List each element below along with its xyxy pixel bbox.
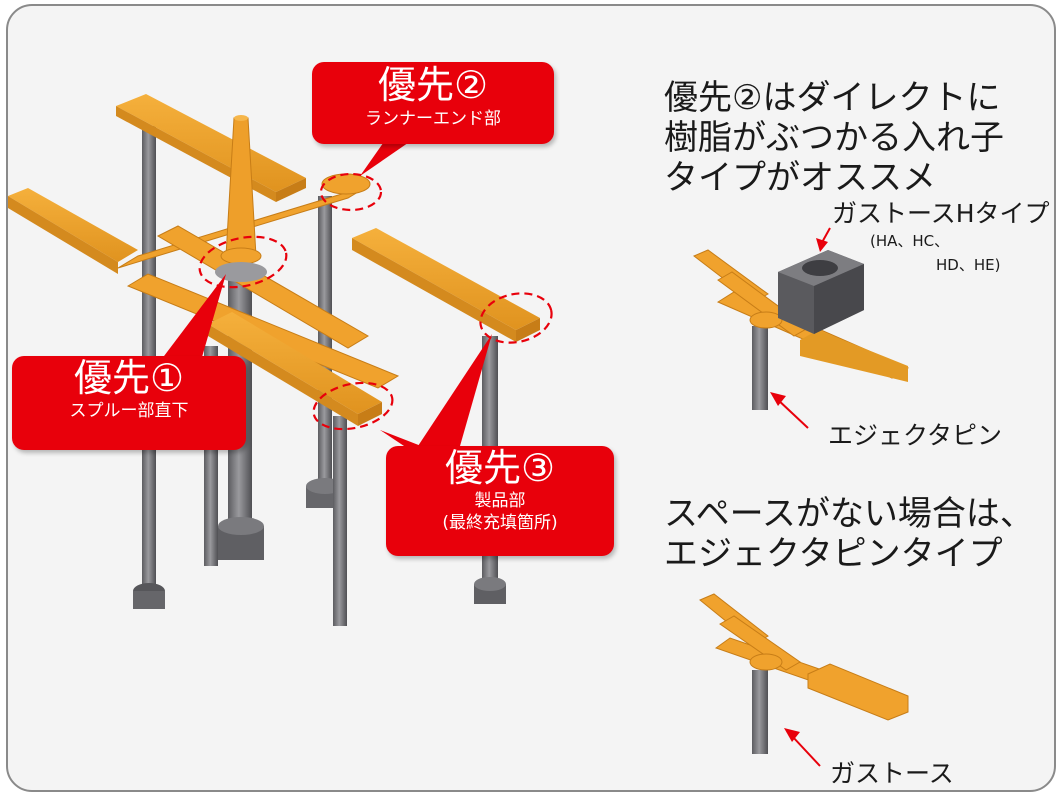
pin-type-illustration — [699, 593, 909, 767]
h-type-illustration — [693, 227, 910, 429]
gastoss-label: ガストース — [830, 759, 954, 788]
note-no-space: スペースがない場合は、 エジェクタピンタイプ — [664, 494, 1034, 574]
highlight-markers — [198, 172, 553, 431]
callout-priority-1: 優先① スプルー部直下 — [12, 356, 246, 450]
h-type-title: ガストースHタイプ — [832, 199, 1050, 228]
mold-illustration — [8, 94, 910, 767]
highlight-runner-end — [319, 172, 383, 212]
ejector-pin-label: エジェクタピン — [828, 421, 1003, 450]
callout-priority-3-subtitle: 製品部 — [474, 491, 526, 511]
callout-priority-1-title: 優先① — [73, 356, 185, 400]
h-type-models-line2: HD、HE) — [936, 256, 1001, 274]
note-no-space-line1: スペースがない場合は、 — [664, 494, 1034, 534]
callout-priority-2-title: 優先② — [377, 63, 489, 107]
highlight-right-plate — [479, 292, 553, 344]
callout-priority-3: 優先③ 製品部 (最終充填箇所) — [386, 446, 614, 556]
callout-priority-3-note: (最終充填箇所) — [442, 513, 558, 533]
highlight-sprue — [198, 235, 288, 289]
highlight-front-plate — [312, 381, 394, 431]
h-type-models-line1: (HA、HC、 — [870, 232, 950, 250]
callout-pointers — [158, 136, 492, 458]
callout-priority-2: 優先② ランナーエンド部 — [312, 62, 554, 144]
callout-priority-2-subtitle: ランナーエンド部 — [365, 109, 501, 129]
note-direct-insert-line2: 樹脂がぶつかる入れ子 — [664, 118, 1004, 158]
note-direct-insert-line1: 優先②はダイレクトに — [664, 78, 1001, 118]
note-direct-insert-line3: タイプがオススメ — [664, 158, 936, 198]
note-direct-insert: 優先②はダイレクトに 樹脂がぶつかる入れ子 タイプがオススメ — [664, 78, 1004, 198]
callout-priority-1-subtitle: スプルー部直下 — [69, 401, 189, 421]
note-no-space-line2: エジェクタピンタイプ — [664, 534, 1003, 574]
diagram-panel: 優先① スプルー部直下 優先② ランナーエンド部 優先③ 製品部 (最終充填箇所… — [6, 4, 1056, 792]
callout-priority-3-title: 優先③ — [444, 446, 556, 490]
runner-system — [8, 94, 540, 426]
